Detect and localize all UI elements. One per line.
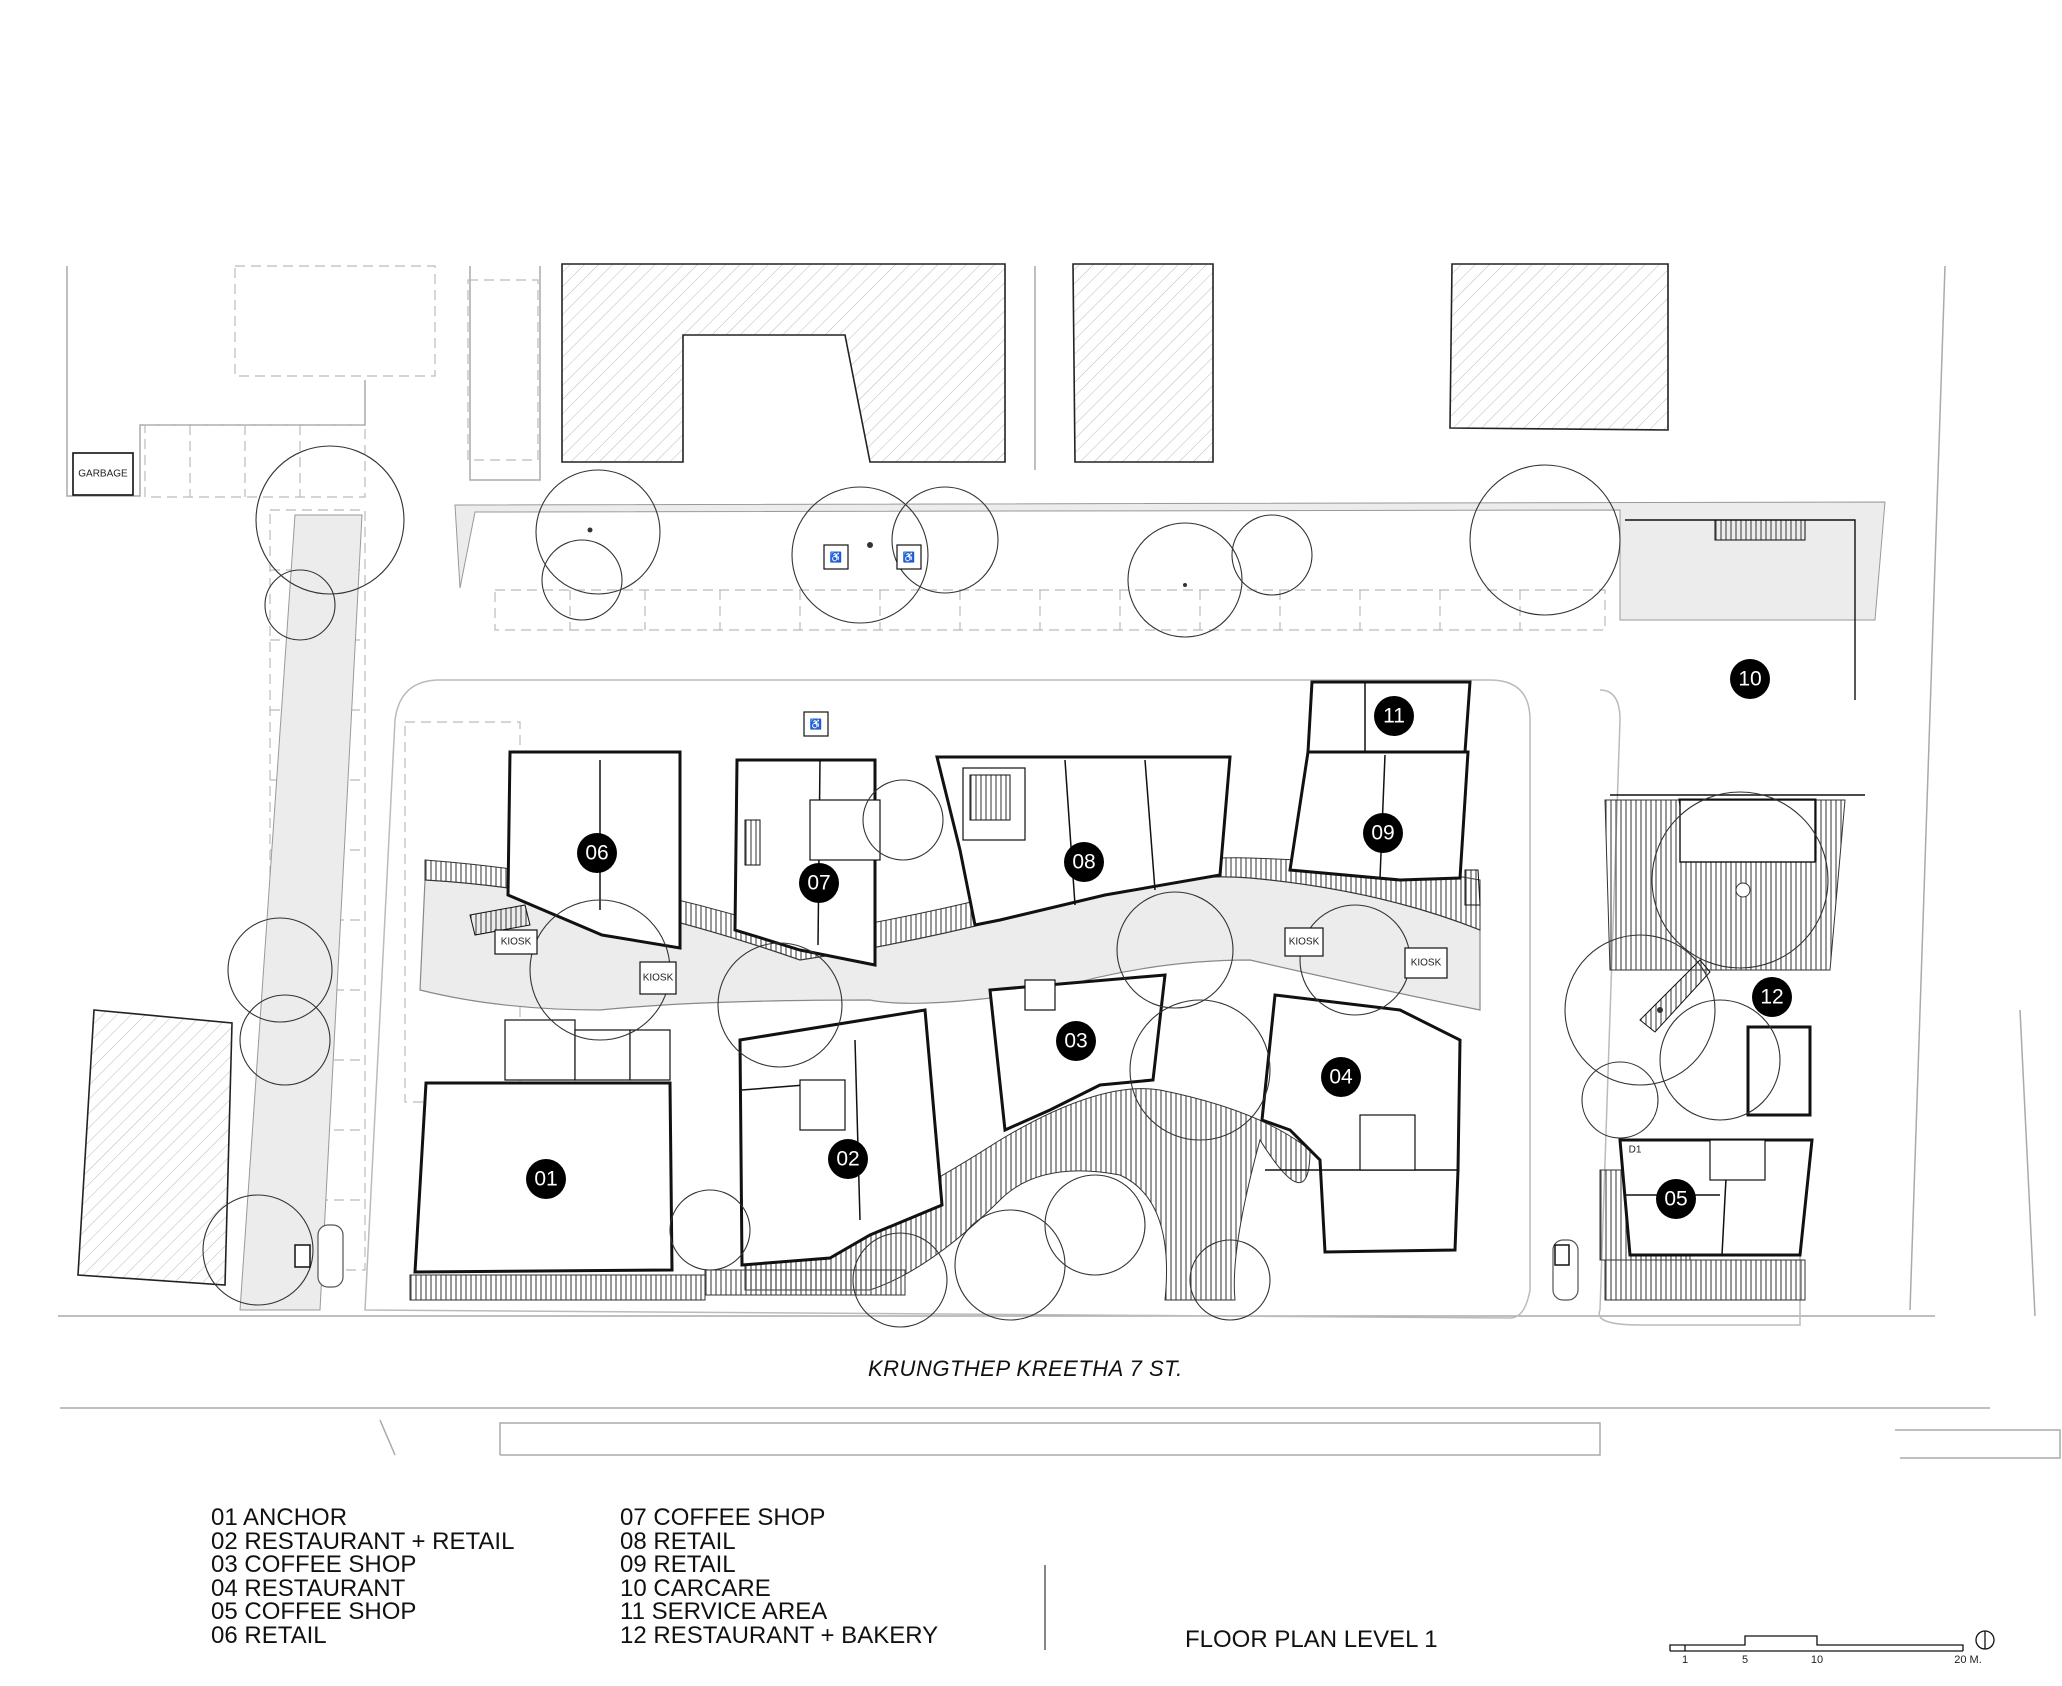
marker-11: 11: [1374, 696, 1414, 736]
marker-08: 08: [1064, 842, 1104, 882]
block-outline: [364, 679, 1801, 1326]
svg-text:08: 08: [1072, 851, 1095, 874]
svg-text:04: 04: [1329, 1066, 1353, 1089]
marker-02: 02: [828, 1139, 868, 1179]
garbage-box: [72, 452, 134, 496]
plan-title: FLOOR PLAN LEVEL 1: [1185, 1626, 1438, 1653]
legend-item: 09 RETAIL: [620, 1551, 736, 1579]
legend-item: 10 CARCARE: [620, 1574, 771, 1602]
svg-text:♿: ♿: [903, 551, 915, 564]
legend-left: 01 ANCHOR 02 RESTAURANT + RETAIL 03 COFF…: [211, 1506, 514, 1648]
svg-text:♿: ♿: [830, 551, 842, 564]
street-label: KRUNGTHEP KREETHA 7 ST.: [868, 1356, 1183, 1381]
marker-04: 04: [1321, 1057, 1361, 1097]
marker-01: 01: [526, 1159, 566, 1199]
svg-text:♿: ♿: [810, 718, 822, 731]
kiosks: [494, 927, 1448, 995]
scale-tick: 10: [1811, 1654, 1823, 1666]
site-boundary: [58, 265, 2061, 1459]
marker-12: 12: [1752, 977, 1792, 1017]
marker-06: 06: [577, 833, 617, 873]
svg-text:05: 05: [1664, 1188, 1687, 1211]
legend-item: 05 COFFEE SHOP: [211, 1598, 417, 1626]
marker-10: 10: [1730, 659, 1770, 699]
door-label: D1: [1629, 1145, 1642, 1156]
stair-icon: [469, 519, 1806, 1033]
decking: [409, 799, 1846, 1301]
wheelchair-icon: [803, 544, 922, 737]
svg-text:10: 10: [1738, 668, 1761, 691]
svg-text:11: 11: [1383, 705, 1405, 728]
kiosk-label: KIOSK: [643, 973, 674, 984]
sidewalks: [239, 501, 1886, 1311]
kiosk-label: KIOSK: [1289, 937, 1320, 948]
unit-02: [738, 1008, 944, 1267]
scale-bar: [1669, 1635, 1964, 1652]
legend-item: 04 RESTAURANT: [211, 1574, 406, 1602]
marker-09: 09: [1363, 813, 1403, 853]
marker-07: 07: [799, 863, 839, 903]
svg-text:03: 03: [1064, 1030, 1087, 1053]
neighbouring-buildings: [77, 263, 1669, 1286]
tree-trunks: [587, 527, 1751, 1013]
legend-item: 01 ANCHOR: [211, 1504, 348, 1531]
svg-text:09: 09: [1371, 822, 1394, 845]
legend-item: 11 SERVICE AREA: [620, 1598, 828, 1626]
legend-item: 02 RESTAURANT + RETAIL: [211, 1527, 515, 1555]
legend-item: 08 RETAIL: [620, 1527, 736, 1555]
unit-markers: 01 02 03 04 05 06 07 08 09 10 11 12: [526, 659, 1792, 1219]
north-arrow-icon: [1975, 1630, 1995, 1650]
kiosk-label: KIOSK: [1411, 958, 1442, 969]
scale-tick: 1: [1682, 1654, 1688, 1666]
svg-text:07: 07: [807, 872, 830, 895]
legend-item: 06 RETAIL: [211, 1621, 327, 1649]
svg-text:02: 02: [836, 1148, 859, 1171]
svg-text:06: 06: [585, 842, 608, 865]
svg-text:12: 12: [1760, 986, 1783, 1009]
marker-03: 03: [1056, 1021, 1096, 1061]
legend-right: 07 COFFEE SHOP 08 RETAIL 09 RETAIL 10 CA…: [620, 1506, 938, 1648]
scale-tick: 5: [1742, 1654, 1748, 1666]
svg-text:01: 01: [534, 1168, 557, 1191]
legend-item: 12 RESTAURANT + BAKERY: [620, 1621, 939, 1649]
legend-item: 03 COFFEE SHOP: [211, 1551, 417, 1579]
kiosk-label: KIOSK: [501, 937, 532, 948]
garbage-label: GARBAGE: [78, 469, 128, 480]
scale-tick: 20 M.: [1954, 1654, 1982, 1666]
toilet-blocks: [504, 767, 1766, 1181]
marker-05: 05: [1656, 1179, 1696, 1219]
legend-item: 07 COFFEE SHOP: [620, 1504, 826, 1531]
